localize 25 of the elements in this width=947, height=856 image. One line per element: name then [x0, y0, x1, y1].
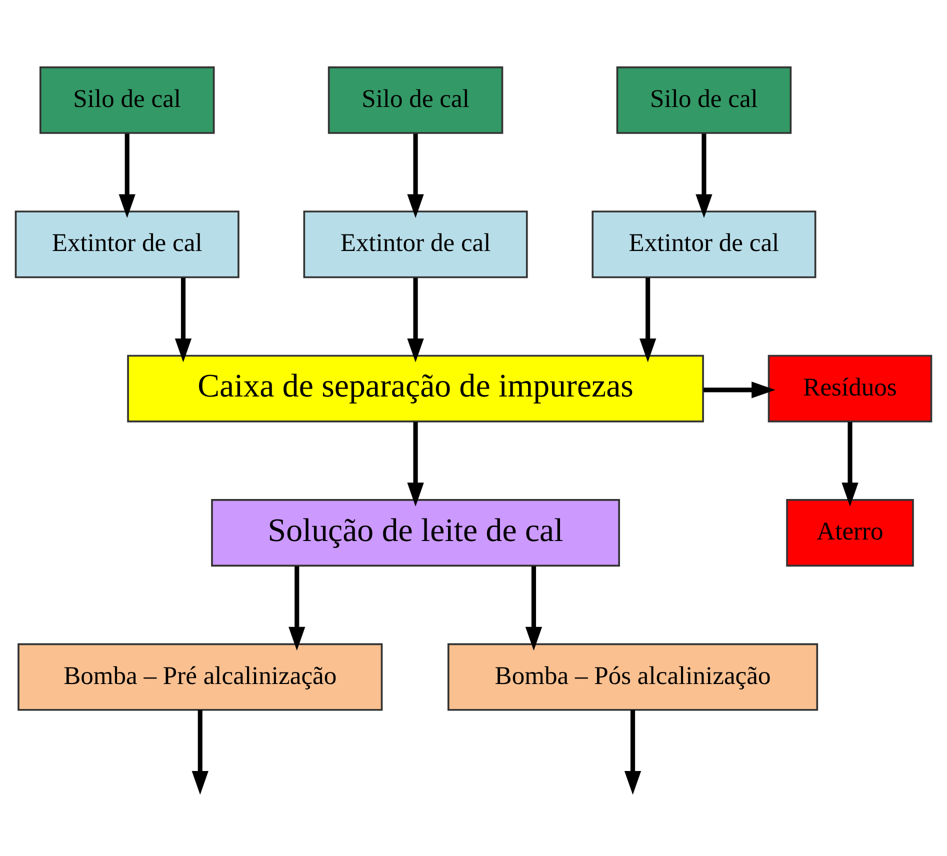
arrow: [842, 422, 858, 506]
node-box: Silo de cal: [39, 66, 215, 134]
node-box: Resíduos: [768, 354, 932, 422]
node-box: Extintor de cal: [303, 210, 528, 278]
arrow: [624, 710, 642, 794]
node-box: Bomba – Pós alcalinização: [447, 642, 818, 710]
node-box: Caixa de separação de impurezas: [127, 354, 704, 422]
arrow: [704, 381, 776, 398]
node-box: Extintor de cal: [592, 210, 816, 278]
node-box: Silo de cal: [616, 66, 792, 134]
arrow: [525, 566, 542, 650]
arrow: [640, 277, 656, 362]
node-box: Aterro: [786, 498, 914, 566]
node-box: Extintor de cal: [14, 210, 240, 278]
arrow: [174, 277, 192, 362]
arrow: [696, 133, 712, 218]
node-box: Solução de leite de cal: [211, 498, 620, 566]
node-box: Bomba – Pré alcalinização: [18, 642, 383, 710]
arrow: [407, 277, 424, 362]
arrow: [192, 710, 208, 794]
arrow: [288, 566, 306, 650]
arrow: [118, 133, 136, 218]
arrow: [407, 422, 424, 506]
arrow: [407, 133, 424, 218]
node-box: Silo de cal: [328, 66, 504, 134]
